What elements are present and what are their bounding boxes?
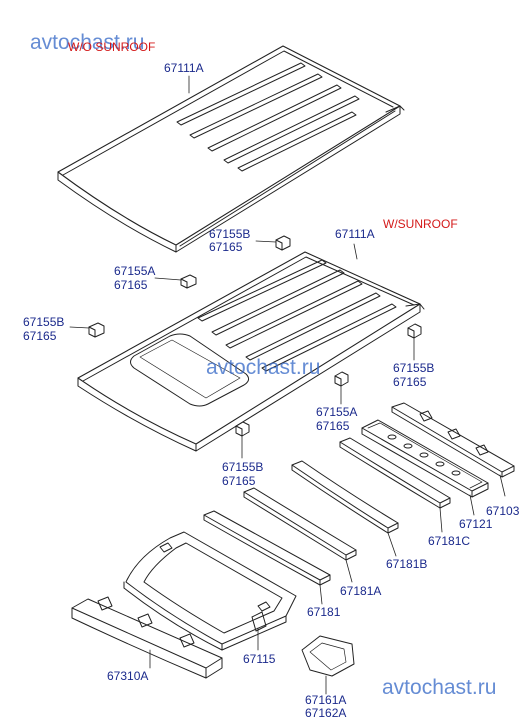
bracket-67161a: [301, 635, 355, 695]
part-label-67103: 67103: [486, 504, 520, 518]
sunroof-frame-67115: [123, 531, 297, 651]
roof-panel-with-sunroof: [77, 243, 425, 452]
part-label-67181a: 67181A: [340, 584, 382, 598]
part-label-67155b-left: 67155B: [23, 315, 65, 329]
part-label-67155b-top: 67155B: [209, 227, 251, 241]
part-label-67121: 67121: [459, 517, 493, 531]
heading-no-sunroof: W/O SUNROOF: [68, 40, 156, 54]
part-label-roof-top: 67111A: [164, 61, 204, 75]
part-label-67165-center: 67165: [316, 419, 350, 433]
heading-with-sunroof: W/SUNROOF: [383, 217, 458, 231]
bracket-67155a-left: [154, 274, 197, 289]
roof-bow-67181c: [339, 437, 451, 533]
part-label-67310a: 67310A: [107, 669, 149, 683]
part-label-67155b-right: 67155B: [393, 361, 435, 375]
roof-front-header-67103: [391, 402, 515, 497]
bracket-67155b-bottom: [235, 421, 250, 459]
roof-bow-67181a: [243, 487, 357, 583]
roof-panel-no-sunroof: [57, 45, 405, 253]
bracket-67155b-top: [255, 235, 291, 251]
part-label-67165-right: 67165: [393, 375, 427, 389]
part-label-roof-sunroof: 67111A: [335, 227, 375, 241]
part-label-67165-bottom: 67165: [222, 474, 256, 488]
part-label-67165-left: 67165: [114, 278, 148, 292]
part-label-67181c: 67181C: [428, 534, 471, 548]
part-label-67155a-left: 67155A: [114, 264, 156, 278]
watermark-middle: avtochast.ru: [206, 356, 321, 379]
watermark-bottom: avtochast.ru: [382, 676, 497, 699]
part-label-67155a-center: 67155A: [316, 405, 358, 419]
part-label-67181: 67181: [307, 605, 341, 619]
bracket-67155a-center: [334, 371, 349, 405]
part-label-67155b-bottom: 67155B: [222, 460, 264, 474]
part-label-67165-top: 67165: [209, 240, 243, 254]
bracket-67155b-right: [407, 323, 422, 361]
watermark-top: avtochast.ru: [30, 31, 145, 54]
roof-rear-header-67310a: [71, 596, 223, 679]
part-label-67162a: 67162A: [305, 706, 347, 720]
bracket-67155b-left: [69, 322, 105, 338]
roof-bow-67181b: [291, 460, 399, 557]
part-label-67181b: 67181B: [386, 557, 428, 571]
part-label-67115: 67115: [243, 652, 276, 666]
roof-bow-67181: [203, 510, 331, 605]
roof-reinforcement-67121: [361, 419, 489, 516]
part-label-67165-left2: 67165: [23, 329, 57, 343]
part-label-67161a: 67161A: [305, 693, 347, 707]
